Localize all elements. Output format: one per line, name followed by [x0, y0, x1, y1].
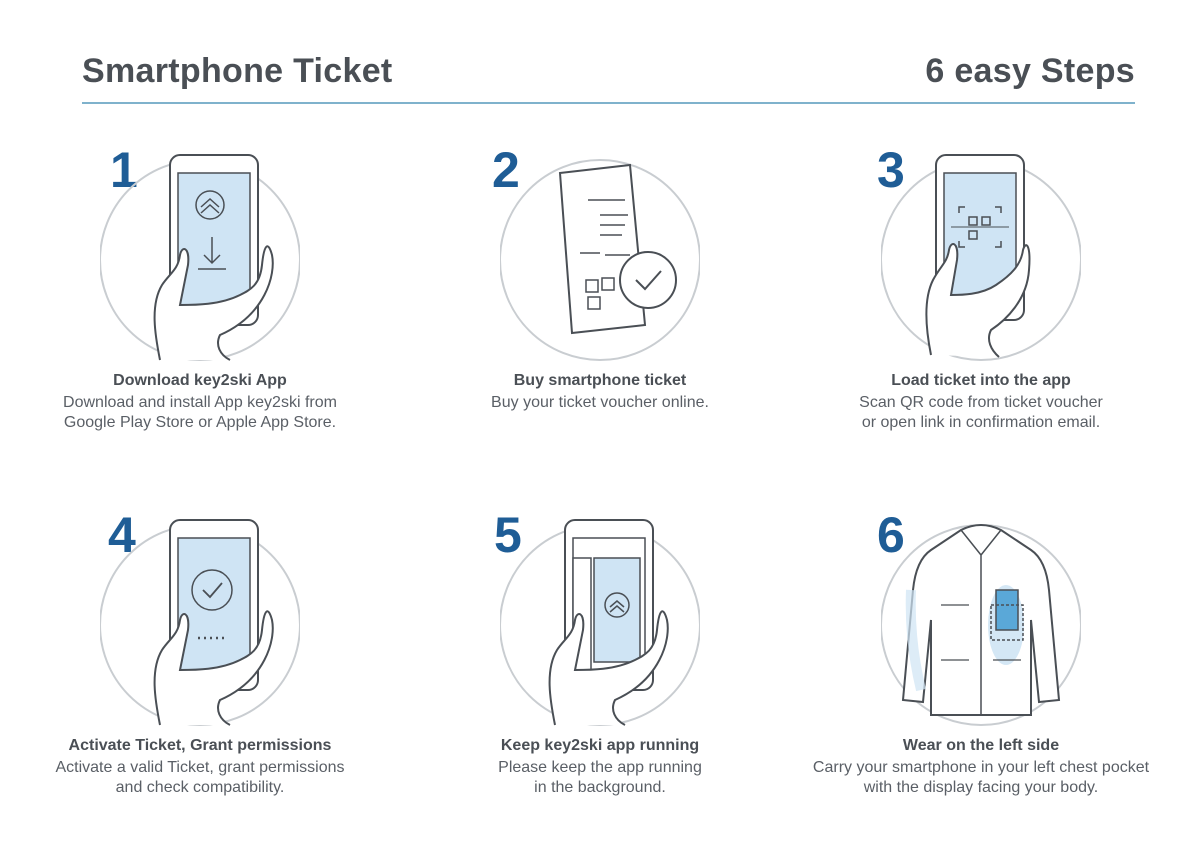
- step-description: Carry your smartphone in your left chest…: [812, 759, 1150, 796]
- step-2: 2 Buy smartphone ticket Buy your ticket …: [410, 145, 790, 475]
- jacket-pocket-icon: [881, 524, 1081, 726]
- step-4: 4 Activate Ticket, Grant permissions Act…: [10, 510, 390, 840]
- step-caption: Wear on the left side Carry your smartph…: [791, 737, 1171, 798]
- step-description: Please keep the app running in the backg…: [498, 759, 702, 796]
- step-number: 5: [494, 507, 522, 563]
- step-caption: Download key2ski App Download and instal…: [10, 372, 390, 433]
- step-description: Download and install App key2ski from Go…: [63, 394, 337, 431]
- phone-qr-scan-icon: [881, 154, 1081, 361]
- step-5: 5 Keep key2ski app running Please keep t…: [410, 510, 790, 840]
- ticket-voucher-icon: [500, 159, 700, 361]
- step-caption: Buy smartphone ticket Buy your ticket vo…: [410, 372, 790, 413]
- step-title: Buy smartphone ticket: [513, 372, 687, 389]
- step-6: 6 Wear on the left side Carry your smart…: [791, 510, 1171, 840]
- step-1: 1 Download key2ski App Download and inst…: [10, 145, 390, 475]
- page-header: Smartphone Ticket 6 easy Steps: [82, 50, 1135, 104]
- phone-download-icon: [100, 154, 300, 361]
- step-title: Activate Ticket, Grant permissions: [68, 737, 332, 754]
- step-3: 3 Load ticket into the app Scan QR code …: [791, 145, 1171, 475]
- page-subtitle: 6 easy Steps: [925, 52, 1135, 90]
- phone-background-app-icon: [500, 519, 700, 726]
- step-caption: Keep key2ski app running Please keep the…: [410, 737, 790, 798]
- step-title: Wear on the left side: [902, 737, 1060, 754]
- step-title: Download key2ski App: [113, 372, 287, 389]
- step-title: Load ticket into the app: [891, 372, 1071, 389]
- step-description: Activate a valid Ticket, grant permissio…: [55, 759, 345, 796]
- step-number: 2: [492, 142, 520, 198]
- step-description: Buy your ticket voucher online.: [491, 394, 709, 411]
- step-description: Scan QR code from ticket voucher or open…: [859, 394, 1103, 431]
- step-caption: Activate Ticket, Grant permissions Activ…: [10, 737, 390, 798]
- step-caption: Load ticket into the app Scan QR code fr…: [791, 372, 1171, 433]
- step-title: Keep key2ski app running: [500, 737, 700, 754]
- page-title: Smartphone Ticket: [82, 52, 393, 90]
- phone-checkmark-icon: [100, 519, 300, 726]
- step-number: 6: [877, 507, 905, 563]
- step-number: 3: [877, 142, 905, 198]
